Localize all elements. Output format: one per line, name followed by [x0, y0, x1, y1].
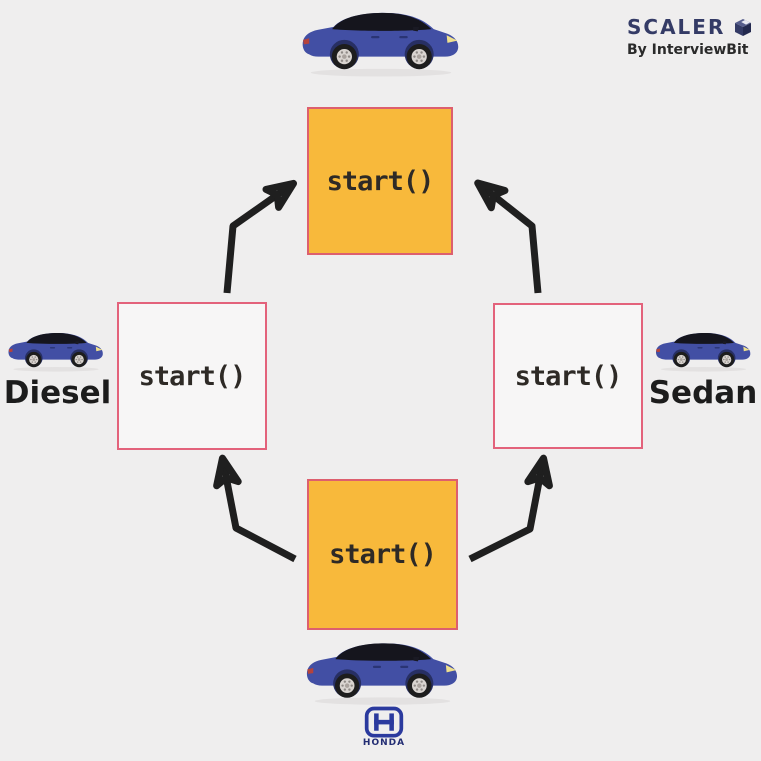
- scaler-logo: SCALER By InterviewBit: [627, 15, 761, 58]
- car-icon-top: [297, 6, 465, 79]
- arrow-bottom-to-right: [468, 454, 553, 563]
- car-icon-bottom: [301, 637, 464, 707]
- method-label-sedan: start(): [514, 360, 623, 392]
- car-icon-right: [652, 329, 755, 373]
- method-box-child: start(): [307, 479, 458, 630]
- arrow-left-to-top: [223, 179, 298, 294]
- honda-logo: HONDA: [356, 706, 412, 748]
- method-label-diesel: start(): [138, 360, 247, 392]
- caption-diesel: Diesel: [3, 375, 112, 411]
- method-box-diesel: start(): [117, 302, 267, 450]
- caption-sedan: Sedan: [648, 375, 758, 411]
- method-label-child: start(): [329, 539, 437, 570]
- car-icon-left: [5, 329, 107, 373]
- method-box-sedan: start(): [493, 303, 643, 449]
- scaler-logo-text: SCALER: [627, 15, 726, 39]
- scaler-cube-icon: [731, 15, 755, 39]
- arrow-right-to-top: [474, 179, 542, 294]
- scaler-tagline: By InterviewBit: [627, 42, 749, 58]
- method-label-parent: start(): [326, 165, 435, 197]
- honda-h-icon: [364, 706, 404, 738]
- method-box-parent: start(): [307, 107, 453, 255]
- honda-brand-text: HONDA: [362, 738, 406, 748]
- arrow-bottom-to-left: [213, 454, 297, 563]
